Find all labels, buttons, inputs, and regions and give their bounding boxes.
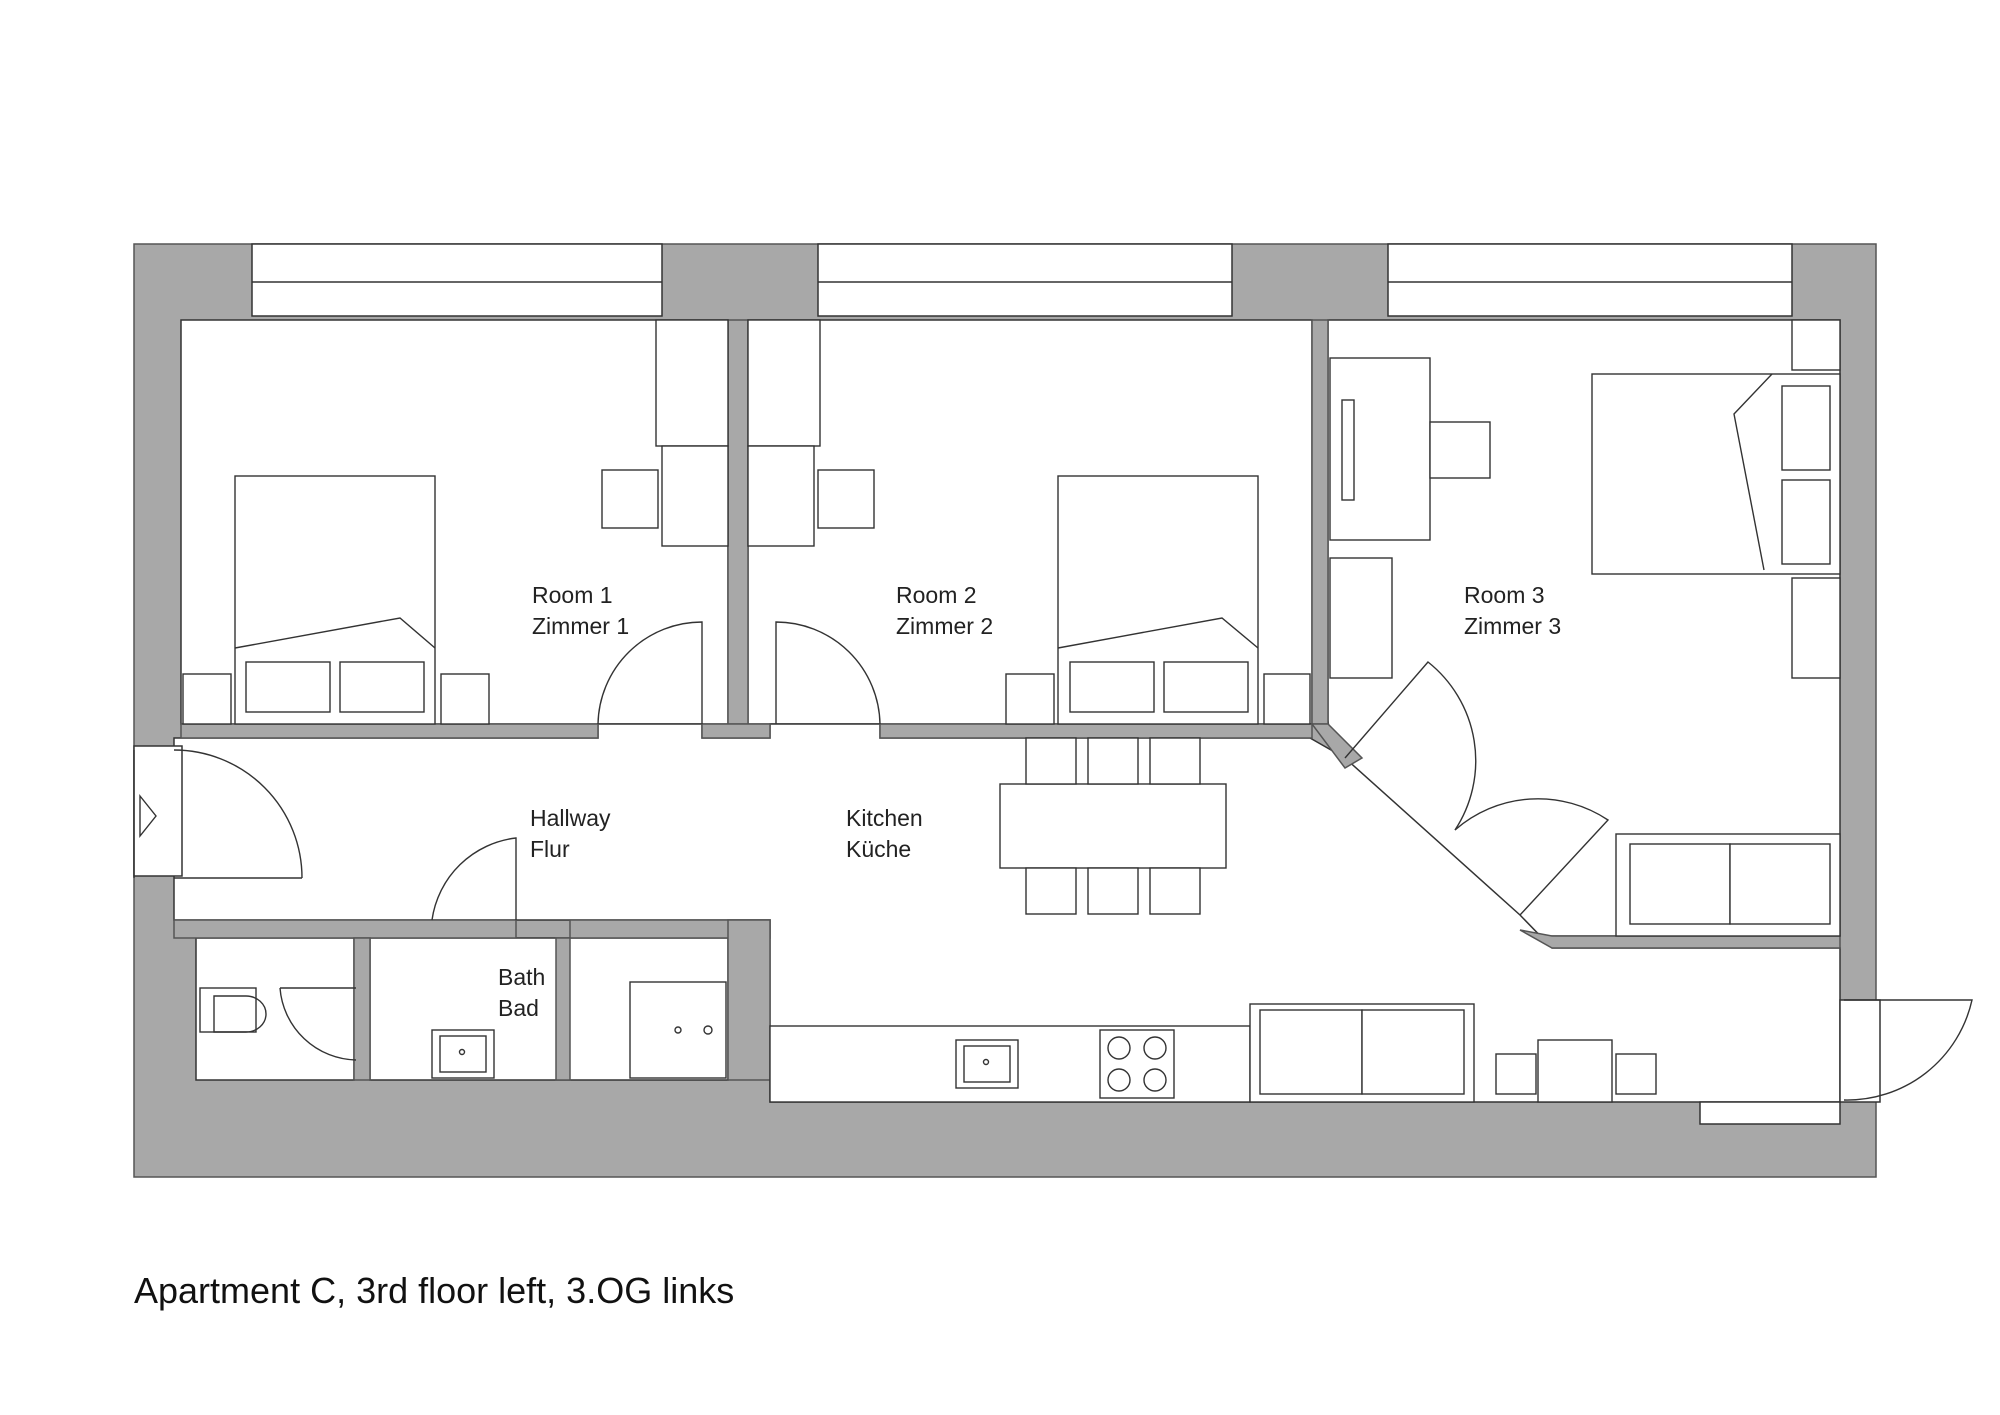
room-labels: Room 1 Zimmer 1 Room 2 Zimmer 2 Room 3 Z… — [498, 582, 1561, 1021]
bath-label-de: Bad — [498, 995, 539, 1021]
desk — [661, 445, 729, 547]
room3-furniture — [1329, 319, 1841, 937]
toilet-icon — [199, 987, 257, 1033]
chair — [1025, 867, 1077, 915]
entry-arrow-icon — [139, 794, 157, 838]
nightstand — [1791, 319, 1841, 371]
desk — [747, 445, 815, 547]
room1-label-de: Zimmer 1 — [532, 613, 629, 639]
kitchen-label-de: Küche — [846, 836, 911, 862]
plan-caption: Apartment C, 3rd floor left, 3.OG links — [134, 1270, 735, 1311]
chair — [1149, 737, 1201, 785]
room2-label-de: Zimmer 2 — [896, 613, 993, 639]
cabinet — [1329, 557, 1393, 679]
chair — [601, 469, 659, 529]
bistro-table — [1537, 1039, 1613, 1103]
dining-table — [999, 783, 1227, 869]
room3-label-en: Room 3 — [1464, 582, 1545, 608]
nightstand — [440, 673, 490, 725]
chair — [1025, 737, 1077, 785]
chair — [1087, 737, 1139, 785]
room-doors — [279, 621, 1610, 1061]
nightstand — [1005, 673, 1055, 725]
chair — [1615, 1053, 1657, 1095]
chair — [1429, 421, 1491, 479]
bath-furniture — [199, 981, 727, 1079]
chair — [1149, 867, 1201, 915]
nightstand — [182, 673, 232, 725]
entrance-door — [133, 745, 303, 879]
windows — [251, 243, 1793, 317]
chair — [1495, 1053, 1537, 1095]
kitchen-label-en: Kitchen — [846, 805, 923, 831]
hallway-label-de: Flur — [530, 836, 570, 862]
balcony-door — [1699, 999, 1973, 1125]
wardrobe — [655, 319, 729, 447]
room1-furniture — [182, 319, 729, 725]
chair — [817, 469, 875, 529]
room2-furniture — [747, 319, 1311, 725]
hallway-label-en: Hallway — [530, 805, 611, 831]
wardrobe — [747, 319, 821, 447]
nightstand — [1791, 577, 1841, 679]
room3-label-de: Zimmer 3 — [1464, 613, 1561, 639]
kitchen-furniture — [769, 737, 1657, 1103]
nightstand — [1263, 673, 1311, 725]
room1-label-en: Room 1 — [532, 582, 613, 608]
chair — [1087, 867, 1139, 915]
bath-label-en: Bath — [498, 964, 545, 990]
room2-label-en: Room 2 — [896, 582, 977, 608]
